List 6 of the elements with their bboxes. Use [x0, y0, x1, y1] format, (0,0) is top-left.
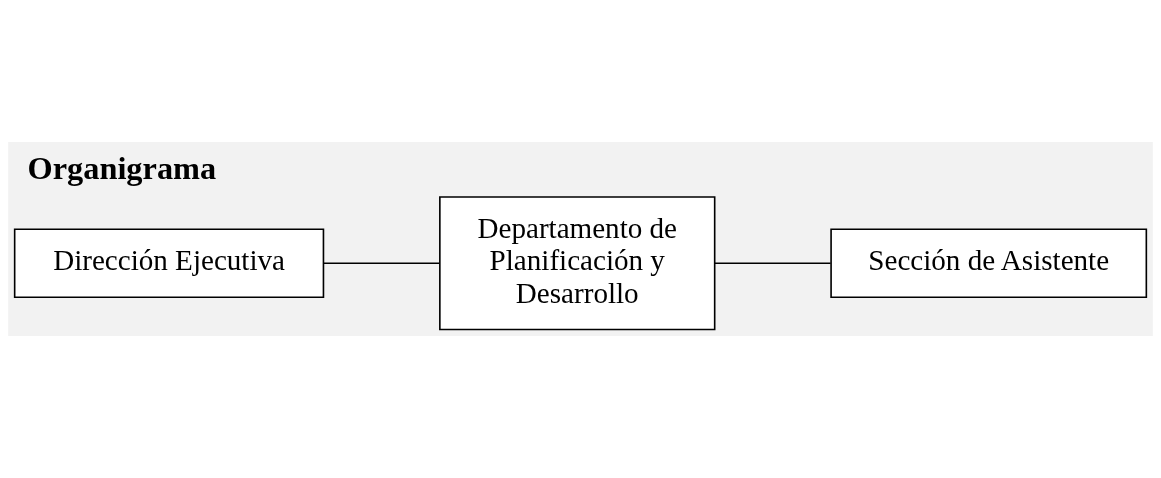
node-box: Departamento de Planificación y Desarrollo	[439, 196, 716, 331]
connector	[323, 262, 440, 265]
diagram-title: Organigrama	[27, 150, 217, 187]
node-box: Dirección Ejecutiva	[13, 228, 325, 298]
node-box: Sección de Asistente	[830, 228, 1148, 298]
connector	[714, 262, 832, 265]
